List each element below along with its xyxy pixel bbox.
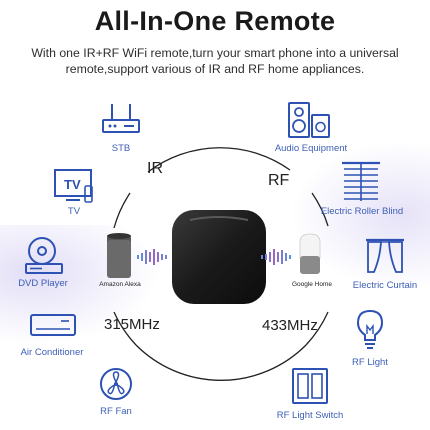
rf-light-icon (356, 309, 384, 349)
air-conditioner-icon (30, 314, 76, 336)
electric-curtain-label: Electric Curtain (352, 280, 418, 291)
audio-equipment-label: Audio Equipment (274, 143, 348, 154)
rf-frequency: 433MHz (262, 317, 318, 334)
ir-frequency: 315MHz (104, 316, 160, 333)
electric-curtain-icon (366, 238, 404, 273)
audio-equipment-icon (288, 102, 330, 138)
dvd-player-label: DVD Player (18, 278, 68, 289)
ir-label: IR (147, 160, 163, 177)
left-glow (0, 225, 160, 345)
dvd-player-icon (25, 237, 63, 274)
electric-roller-blind-icon (342, 161, 380, 201)
amazon-alexa-icon (107, 233, 131, 278)
page-subtitle: With one IR+RF WiFi remote,turn your sma… (31, 46, 399, 76)
sound-wave-right-icon (261, 249, 291, 265)
sound-wave-left-icon (137, 249, 167, 265)
rf-fan-label: RF Fan (100, 406, 132, 417)
google-home-label: Google Home (291, 281, 333, 288)
rf-fan-icon (100, 368, 132, 400)
page-title: All-In-One Remote (94, 6, 336, 36)
rf-light-switch-icon (292, 368, 328, 404)
hub-device-icon (172, 210, 266, 304)
svg-text:TV: TV (64, 177, 81, 192)
google-home-icon (299, 233, 321, 274)
tv-icon: TV (54, 169, 93, 203)
stb-label: STB (111, 143, 131, 154)
stb-icon (102, 104, 140, 133)
amazon-alexa-label: Amazon Alexa (99, 281, 141, 288)
rf-light-switch-label: RF Light Switch (276, 410, 344, 421)
rf-label: RF (268, 172, 290, 189)
air-conditioner-label: Air Conditioner (20, 347, 84, 358)
electric-roller-blind-label: Electric Roller Blind (320, 206, 404, 217)
rf-light-label: RF Light (352, 357, 388, 368)
tv-label: TV (67, 206, 81, 217)
